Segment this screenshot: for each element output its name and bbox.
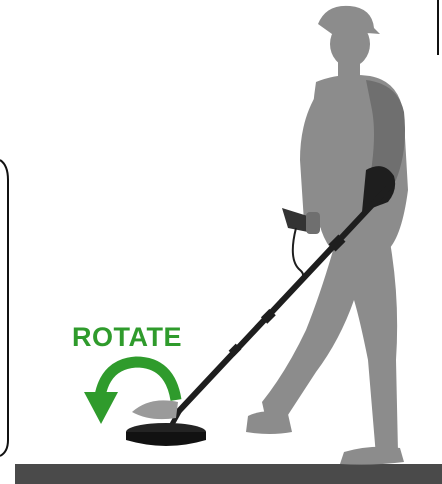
ground-bar xyxy=(15,464,442,484)
left-panel-edge xyxy=(0,160,8,456)
rotated-coil-ghost xyxy=(132,400,178,419)
person-silhouette xyxy=(246,6,408,465)
rotate-label: ROTATE xyxy=(72,324,182,351)
